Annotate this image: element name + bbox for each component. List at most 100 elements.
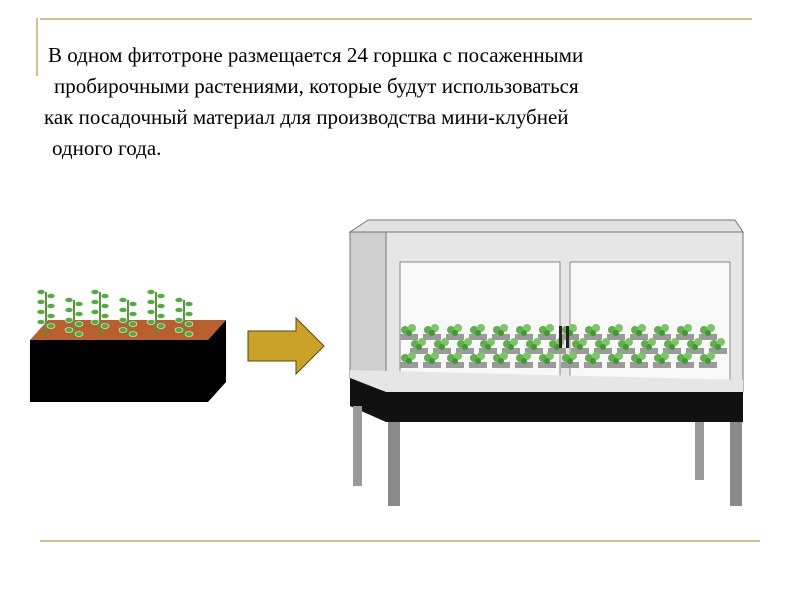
cabinet-leaf bbox=[715, 344, 721, 350]
cabinet-leaf bbox=[636, 330, 642, 336]
seedling-leaf bbox=[119, 318, 127, 323]
seedling-leaf bbox=[157, 314, 165, 319]
seedling-tray bbox=[30, 290, 226, 403]
seedling-leaf bbox=[157, 324, 165, 329]
seedling-leaf bbox=[175, 308, 183, 313]
seedling-leaf bbox=[65, 298, 73, 303]
cabinet-leaf bbox=[600, 344, 606, 350]
seedling-leaf bbox=[47, 314, 55, 319]
cabinet-leaf bbox=[439, 344, 445, 350]
tray-front bbox=[30, 340, 208, 402]
cabinet-leaf bbox=[416, 344, 422, 350]
seedling-leaf bbox=[75, 332, 83, 337]
seedling-leaf bbox=[65, 308, 73, 313]
seedling-leaf bbox=[185, 302, 193, 307]
table-leg-front-right bbox=[730, 422, 742, 506]
seedling-leaf bbox=[37, 310, 45, 315]
table-front bbox=[386, 392, 743, 422]
table-leg-back-left bbox=[353, 406, 362, 486]
phytotron bbox=[350, 220, 743, 506]
cabinet-leaf bbox=[613, 358, 619, 364]
cabinet-leaf bbox=[705, 330, 711, 336]
cabinet-leaf bbox=[429, 330, 435, 336]
seedling-leaf bbox=[75, 302, 83, 307]
seedling-leaf bbox=[129, 322, 137, 327]
seedling-leaf bbox=[75, 312, 83, 317]
seedling-leaf bbox=[91, 320, 99, 325]
cabinet-leaf bbox=[590, 358, 596, 364]
seedling-leaf bbox=[47, 294, 55, 299]
seedling-leaf bbox=[91, 290, 99, 295]
table-leg-back-right bbox=[695, 422, 704, 480]
seedling-leaf bbox=[147, 290, 155, 295]
cabinet-leaf bbox=[452, 330, 458, 336]
seedling-leaf bbox=[147, 300, 155, 305]
cabinet-leaf bbox=[705, 358, 711, 364]
seedling-leaf bbox=[185, 312, 193, 317]
seedling-leaf bbox=[37, 320, 45, 325]
cabinet-leaf bbox=[475, 330, 481, 336]
seedling-leaf bbox=[119, 328, 127, 333]
cabinet-leaf bbox=[646, 344, 652, 350]
cabinet-leaf bbox=[429, 358, 435, 364]
cabinet-leaf bbox=[531, 344, 537, 350]
cabinet-leaf bbox=[462, 344, 468, 350]
seedling-leaf bbox=[47, 304, 55, 309]
seedling-leaf bbox=[119, 298, 127, 303]
seedling-leaf bbox=[157, 294, 165, 299]
seedling-leaf bbox=[101, 304, 109, 309]
seedling-leaf bbox=[129, 302, 137, 307]
cabinet-leaf bbox=[636, 358, 642, 364]
cabinet-leaf bbox=[669, 344, 675, 350]
cabinet-leaf bbox=[544, 330, 550, 336]
seedling-leaf bbox=[157, 304, 165, 309]
seedling-leaf bbox=[37, 300, 45, 305]
seedling-leaf bbox=[101, 314, 109, 319]
seedling-leaf bbox=[175, 318, 183, 323]
seedling-leaf bbox=[129, 332, 137, 337]
seedling-leaf bbox=[47, 324, 55, 329]
cabinet-leaf bbox=[498, 330, 504, 336]
seedling-leaf bbox=[65, 328, 73, 333]
cabinet-top bbox=[350, 220, 743, 232]
table-leg-front-left bbox=[388, 422, 400, 506]
cabinet-leaf bbox=[659, 358, 665, 364]
seedling-leaf bbox=[37, 290, 45, 295]
door-handle-right bbox=[566, 326, 569, 348]
cabinet-leaf bbox=[682, 358, 688, 364]
cabinet-leaf bbox=[623, 344, 629, 350]
cabinet-leaf bbox=[692, 344, 698, 350]
cabinet-leaf bbox=[613, 330, 619, 336]
seedling-leaf bbox=[185, 332, 193, 337]
cabinet-leaf bbox=[521, 358, 527, 364]
seedling-leaf bbox=[185, 322, 193, 327]
cabinet-left-side bbox=[350, 232, 386, 392]
seedling-leaf bbox=[91, 310, 99, 315]
cabinet-leaf bbox=[577, 344, 583, 350]
seedling-leaf bbox=[119, 308, 127, 313]
cabinet-leaf bbox=[659, 330, 665, 336]
arrow-icon bbox=[248, 318, 324, 374]
cabinet-leaf bbox=[406, 358, 412, 364]
cabinet-leaf bbox=[475, 358, 481, 364]
cabinet-leaf bbox=[498, 358, 504, 364]
cabinet-leaf bbox=[508, 344, 514, 350]
seedling-leaf bbox=[147, 310, 155, 315]
cabinet-leaf bbox=[590, 330, 596, 336]
cabinet-leaf bbox=[521, 330, 527, 336]
cabinet-leaf bbox=[406, 330, 412, 336]
seedling-leaf bbox=[75, 322, 83, 327]
door-handle-left bbox=[559, 326, 562, 348]
seedling-leaf bbox=[175, 328, 183, 333]
cabinet-leaf bbox=[452, 358, 458, 364]
cabinet-leaf bbox=[544, 358, 550, 364]
seedling-leaf bbox=[175, 298, 183, 303]
seedling-leaf bbox=[101, 324, 109, 329]
seedling-leaf bbox=[101, 294, 109, 299]
cabinet-leaf bbox=[682, 330, 688, 336]
seedling-leaf bbox=[65, 318, 73, 323]
seedling-leaf bbox=[91, 300, 99, 305]
seedling-leaf bbox=[147, 320, 155, 325]
cabinet-leaf bbox=[485, 344, 491, 350]
